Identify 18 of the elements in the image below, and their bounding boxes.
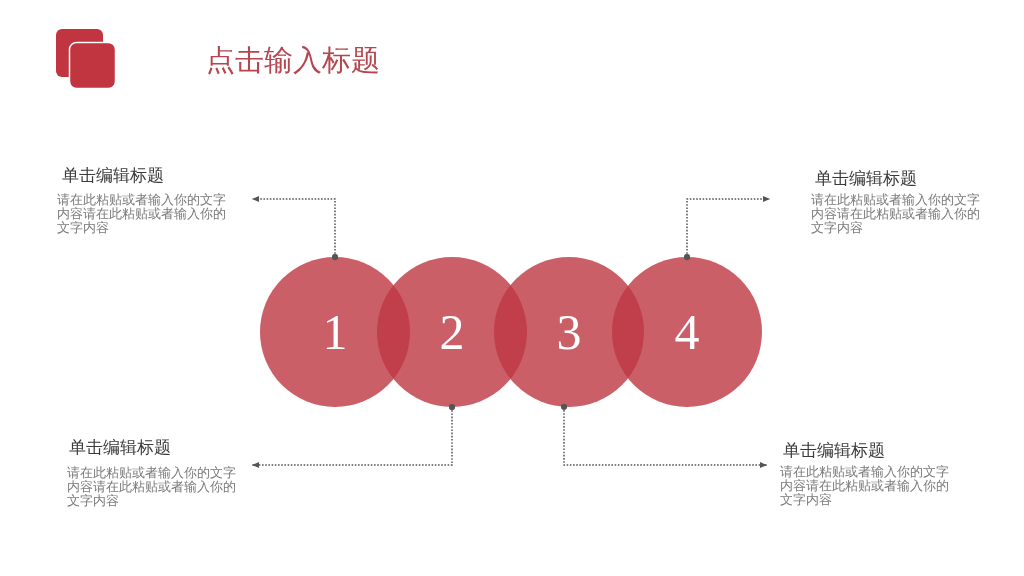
leader-line	[251, 196, 339, 261]
leader-line	[683, 196, 771, 261]
step-number: 2	[439, 307, 465, 357]
body-text: 请在此粘贴或者输入你的文字内容请在此粘贴或者输入你的文字内容	[57, 193, 227, 235]
body-text: 请在此粘贴或者输入你的文字内容请在此粘贴或者输入你的文字内容	[780, 465, 950, 507]
body-text: 请在此粘贴或者输入你的文字内容请在此粘贴或者输入你的文字内容	[811, 193, 981, 235]
heading: 单击编辑标题	[783, 440, 885, 460]
step-number: 4	[674, 307, 700, 357]
step-number: 3	[556, 307, 582, 357]
leader-line	[251, 403, 456, 468]
heading: 单击编辑标题	[815, 168, 917, 188]
step-number: 1	[322, 307, 348, 357]
numbered-circle	[612, 257, 762, 407]
heading: 单击编辑标题	[62, 165, 164, 185]
heading: 单击编辑标题	[69, 437, 171, 457]
title: 点击输入标题	[206, 42, 380, 78]
leader-line	[560, 403, 768, 468]
body-text: 请在此粘贴或者输入你的文字内容请在此粘贴或者输入你的文字内容	[67, 466, 237, 508]
